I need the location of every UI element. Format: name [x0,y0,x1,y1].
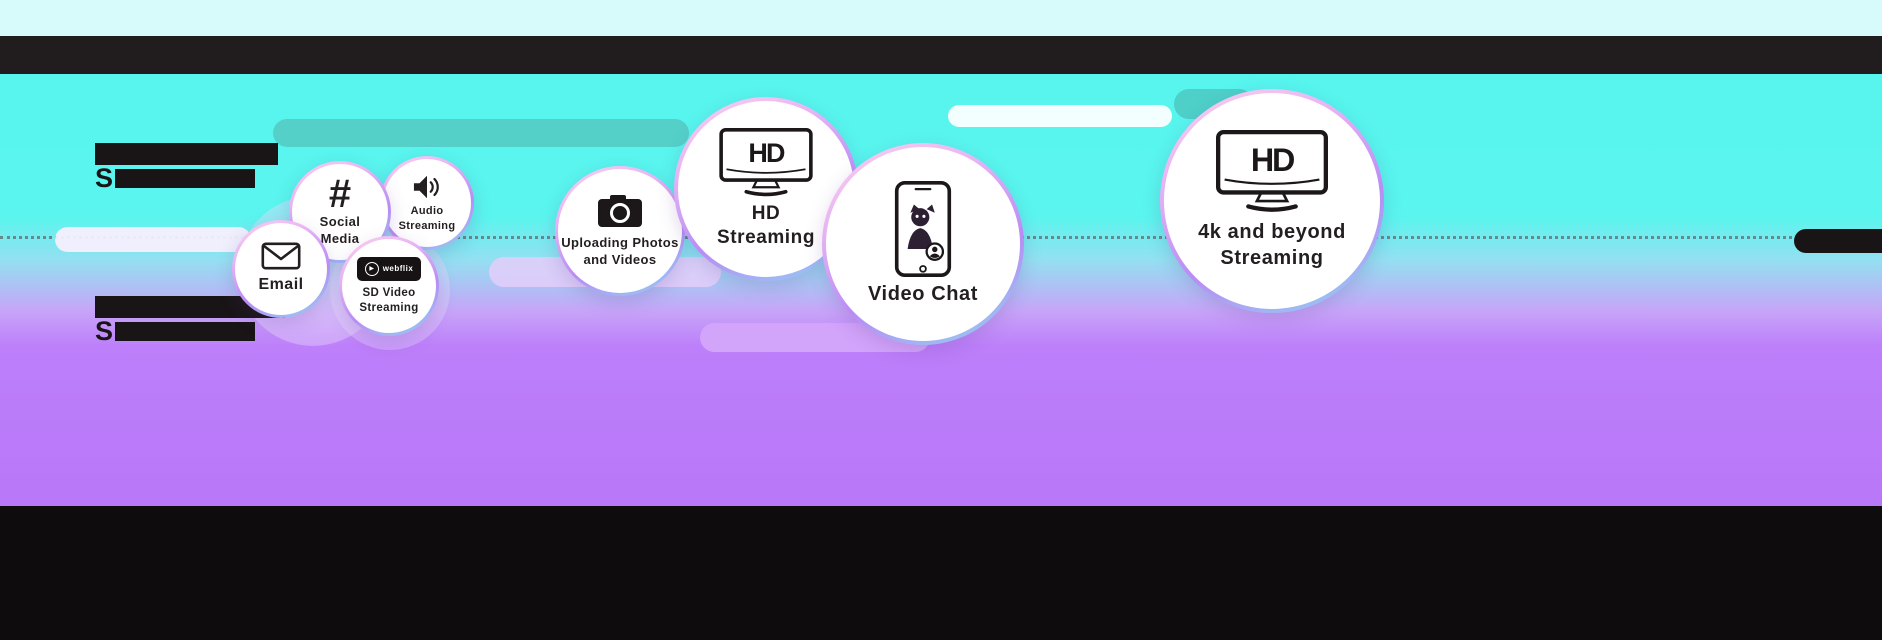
redacted-bar [95,296,285,318]
bubble-label-line: Streaming [1220,247,1324,269]
bubble-label: Email [258,275,303,295]
webflix-logo-text: webflix [382,264,414,274]
camera-icon [598,195,642,228]
top-light-band [0,0,1882,36]
bubble-email: Email [232,220,330,318]
redacted-pill-right [1794,229,1882,253]
bubble-label-line: Streaming [716,227,816,248]
bottom-black-band [0,506,1882,640]
bubble-label-line: Media [320,231,360,246]
redacted-label-prefix: S [95,163,114,193]
bubble-label-line: SD Video [362,286,416,299]
hd-tv-icon-text: HD [748,138,785,168]
hd-tv-icon: HD [719,127,813,196]
redacted-bar [115,168,256,188]
bubble-label-line: Streaming [359,301,419,314]
bubble-video-chat: Video Chat [822,143,1024,345]
bubble-label: Video Chat [868,282,978,308]
redacted-bar [95,143,278,165]
bubble-label-line: Uploading Photos [561,235,679,251]
webflix-logo: ▶ webflix [356,256,422,281]
bubble-label-line: Streaming [398,219,456,232]
bubble-label: HD Streaming [717,202,815,251]
bubble-label-line: 4k and beyond [1198,221,1346,244]
bubble-label: 4k and beyond Streaming [1198,220,1346,271]
video-chat-phone-icon [894,181,952,278]
decor-pill-teal [273,119,689,147]
hd-tv-icon-text: HD [1251,142,1294,178]
bubble-label: SD Video Streaming [359,286,418,315]
decor-pill-white [948,105,1172,127]
bubble-label-line: Email [258,276,304,294]
bubble-sd-video-streaming: ▶ webflix SD Video Streaming [339,236,439,336]
bubble-label: Audio Streaming [399,204,456,232]
bubble-label-line: HD [751,202,781,224]
bubble-audio-streaming: Audio Streaming [380,156,474,250]
envelope-icon [261,242,301,270]
bubble-label-line: Social [319,214,361,230]
bubble-label: Uploading Photos and Videos [561,235,678,268]
bubble-hd-streaming: HD HD Streaming [674,97,858,281]
bubble-uploading-photos: Uploading Photos and Videos [555,166,685,296]
bubble-label-line: Audio [410,205,444,218]
redacted-label-upper: S [95,143,278,193]
hd-tv-icon: HD [1216,130,1328,213]
redacted-label-lower: S [95,296,285,346]
play-icon: ▶ [364,261,379,276]
bubble-label: Social Media [320,214,361,247]
speaker-icon [413,176,439,199]
redacted-label-prefix: S [95,316,114,346]
redacted-bar [115,321,256,341]
bubble-label-line: and Videos [583,252,657,267]
bubble-label-line: Video Chat [867,283,979,306]
title-bar [0,36,1882,74]
bubble-4k-streaming: HD 4k and beyond Streaming [1160,89,1384,313]
hashtag-icon: # [328,172,352,217]
decor-pill-pale [55,227,251,252]
cat-icon [907,204,935,250]
